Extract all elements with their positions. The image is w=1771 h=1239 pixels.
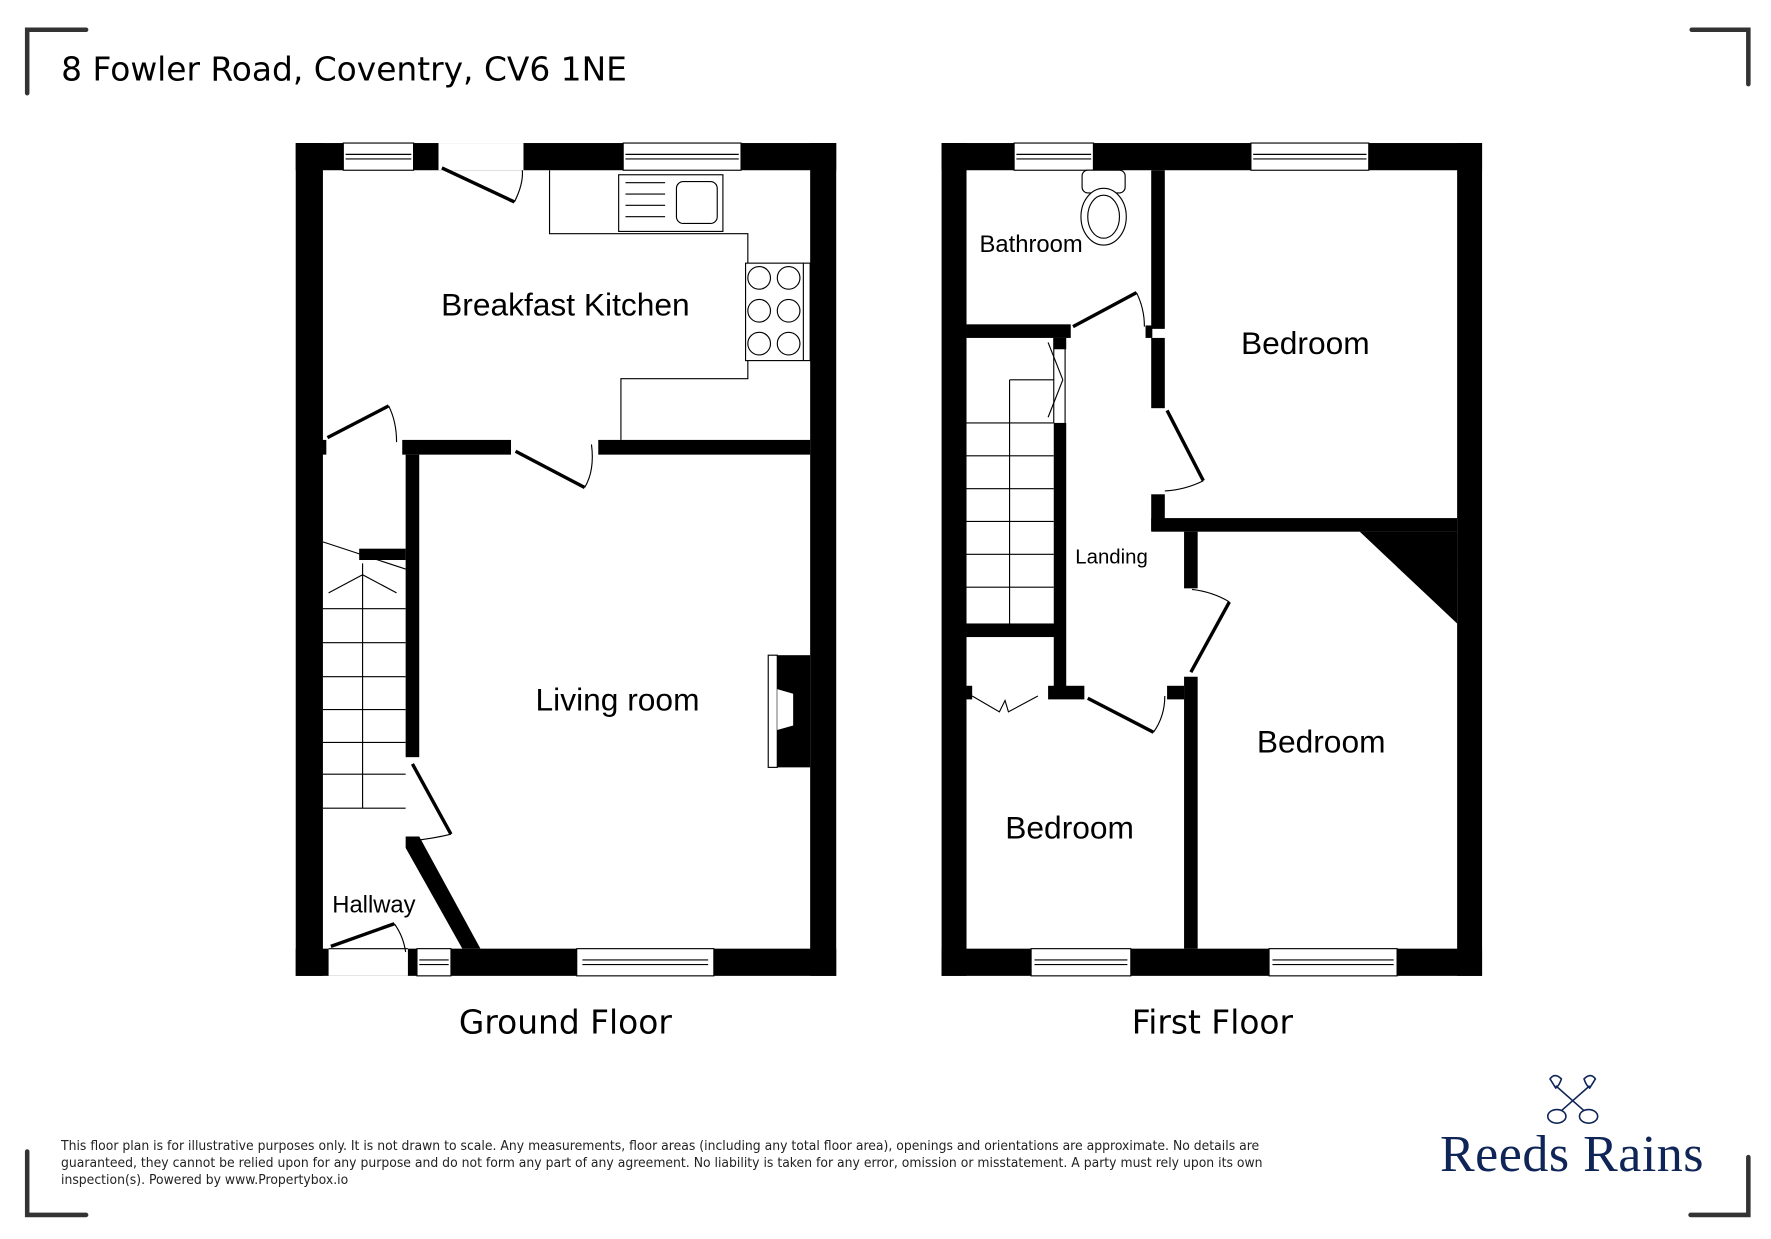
corner-brackets — [24, 27, 1751, 1218]
first-floor-plan: Bathroom Bedroom Landing Bedroom Bedroom — [941, 142, 1483, 977]
crossed-keys-icon — [1546, 1074, 1599, 1124]
room-label-bedroom-1: Bedroom — [1241, 325, 1370, 361]
first-floor-label: First Floor — [1132, 1004, 1294, 1042]
room-label-living-room: Living room — [536, 682, 700, 718]
ground-floor-plan: Breakfast Kitchen Living room Hallway — [295, 142, 837, 977]
room-label-bedroom-3: Bedroom — [1005, 810, 1134, 846]
address-title: 8 Fowler Road, Coventry, CV6 1NE — [61, 51, 627, 89]
room-label-bedroom-2: Bedroom — [1257, 724, 1386, 760]
room-label-hallway: Hallway — [332, 891, 415, 918]
ground-floor-label: Ground Floor — [459, 1004, 672, 1042]
room-label-breakfast-kitchen: Breakfast Kitchen — [441, 286, 690, 322]
room-label-landing: Landing — [1075, 546, 1148, 568]
disclaimer-text: This floor plan is for illustrative purp… — [61, 1138, 1263, 1188]
room-label-bathroom: Bathroom — [980, 231, 1083, 258]
brand-logo-text: Reeds Rains — [1440, 1126, 1705, 1183]
